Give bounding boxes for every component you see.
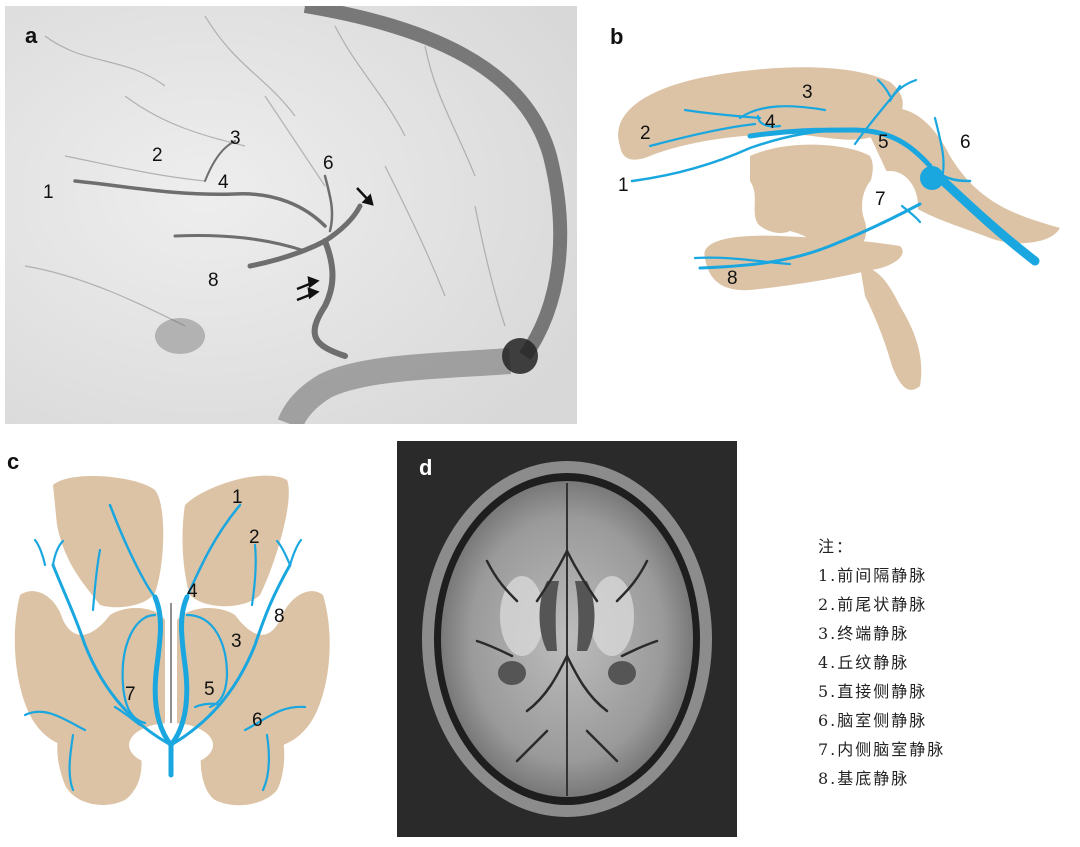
legend-heading: 注：: [818, 537, 855, 556]
superior-sagittal-sinus: [303, 6, 568, 361]
legend-item-7: 7.内侧脑室静脉: [818, 740, 946, 759]
legend-item-6: 6.脑室侧静脉: [818, 711, 928, 730]
arrow-markers: [296, 187, 374, 302]
legend-item-4: 4.丘纹静脉: [818, 653, 910, 672]
label-a-1: 1: [43, 182, 54, 203]
label-c-3: 3: [231, 631, 242, 652]
legend-item-2: 2.前尾状静脉: [818, 595, 928, 614]
label-b-4: 4: [765, 112, 776, 133]
deep-veins: [73, 140, 363, 359]
label-a-3: 3: [230, 128, 241, 149]
label-b-7: 7: [875, 189, 886, 210]
torcula: [502, 338, 538, 374]
panel-letter-d: d: [419, 455, 432, 480]
brainstem-shape: [860, 266, 922, 390]
left-body-shape: [14, 591, 165, 749]
left-occipital-shape: [57, 719, 142, 805]
panel-letter-a: a: [25, 23, 38, 48]
label-b-5: 5: [878, 132, 889, 153]
panel-a-angiogram: a 1 2 3 4 6 8: [5, 6, 577, 424]
label-c-7: 7: [125, 684, 136, 705]
trigone-shape: [870, 108, 1060, 244]
label-a-2: 2: [152, 145, 163, 166]
label-b-1: 1: [618, 175, 629, 196]
vein-network-b: [630, 78, 1040, 270]
right-occipital-shape: [200, 719, 285, 806]
legend-item-1: 1.前间隔静脉: [818, 566, 928, 585]
label-b-8: 8: [727, 268, 738, 289]
panel-letter-b: b: [610, 24, 623, 49]
label-c-1: 1: [232, 487, 243, 508]
vein-network-c: [23, 503, 307, 792]
skull-base-shadow: [155, 318, 205, 354]
medullary-veins: [475, 549, 659, 763]
panel-d-mri-image: d: [397, 441, 737, 837]
label-c-8: 8: [274, 606, 285, 627]
legend-item-5: 5.直接侧静脉: [818, 682, 928, 701]
legend-item-3: 3.终端静脉: [818, 624, 910, 643]
legend-item-8: 8.基底静脉: [818, 769, 910, 788]
label-c-6: 6: [252, 710, 263, 731]
label-a-6: 6: [323, 153, 334, 174]
label-b-6: 6: [960, 132, 971, 153]
transverse-sinus: [277, 348, 511, 424]
panel-c-axial-diagram: c 1 2 4 8 3 7 5 6: [7, 449, 330, 806]
panel-b-lateral-diagram: b 1 2 3 4 5 6 7 8: [610, 24, 1060, 390]
right-frontal-horn-shape: [182, 475, 289, 607]
label-c-4: 4: [187, 581, 198, 602]
label-a-4: 4: [218, 172, 229, 193]
label-c-5: 5: [204, 679, 215, 700]
ventricles: [498, 581, 636, 685]
label-b-2: 2: [640, 123, 651, 144]
foramen-cutout: [862, 171, 918, 241]
label-a-8: 8: [208, 270, 219, 291]
legend: 注： 1.前间隔静脉 2.前尾状静脉 3.终端静脉 4.丘纹静脉 5.直接侧静脉…: [818, 532, 1068, 793]
left-frontal-horn-shape: [53, 475, 164, 608]
panel-letter-c: c: [7, 449, 19, 474]
label-b-3: 3: [802, 82, 813, 103]
third-ventricle-shape: [750, 144, 873, 256]
cortical-veins: [24, 15, 506, 327]
label-c-2: 2: [249, 527, 260, 548]
temporal-horn-shape: [704, 235, 903, 291]
